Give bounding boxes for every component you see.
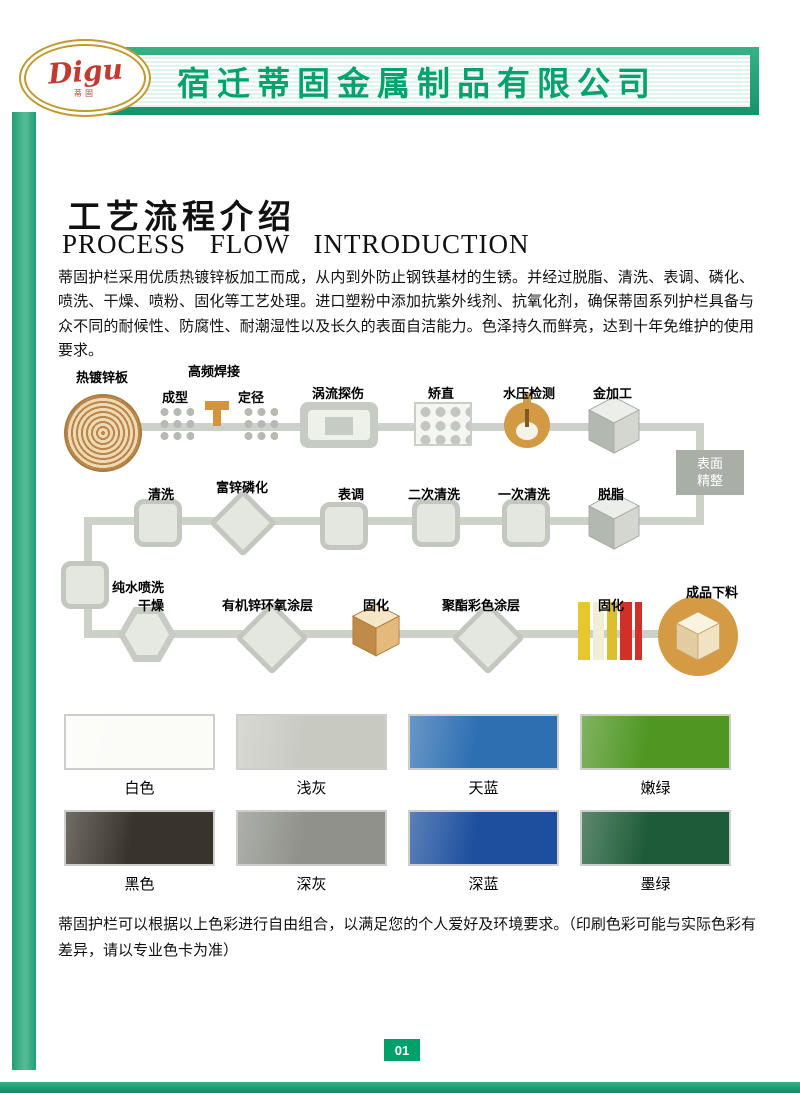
eddy-tester-icon: [300, 402, 378, 448]
page-title-en: PROCESS FLOW INTRODUCTION: [62, 229, 530, 259]
finished-cube-icon: [675, 611, 721, 661]
step-label-machining: 金加工: [593, 386, 633, 401]
sizing-rollers-icon: [240, 404, 278, 440]
step-label-forming: 成型: [162, 390, 189, 405]
galvanized-coil-icon: [64, 394, 142, 472]
degrease-cube-icon: [588, 492, 640, 550]
palette-cell: 墨绿: [580, 810, 731, 894]
curing-oven-stripes-icon: [578, 602, 643, 660]
step-label-rinse: 清洗: [148, 487, 175, 502]
step-label-coil: 热镀锌板: [76, 370, 129, 385]
forming-rollers-icon: [156, 404, 194, 440]
palette-cell: 嫩绿: [580, 714, 731, 798]
stripe-gold: [606, 602, 618, 660]
straightener-icon: [414, 402, 472, 446]
rinse-node: [134, 499, 182, 547]
page-title-cn: 工艺流程介绍: [68, 200, 296, 236]
palette-cell: 白色: [64, 714, 215, 798]
header-banner-inner: 宿迁蒂固金属制品有限公司: [84, 55, 750, 107]
surface-finishing-box: 表面精整: [676, 450, 744, 495]
palette-cell: 天蓝: [408, 714, 559, 798]
step-label-cure1: 固化: [363, 598, 390, 613]
step-label-cure2: 固化: [598, 598, 625, 613]
footnote-text: 蒂固护栏可以根据以上色彩进行自由组合，以满足您的个人爱好及环境要求。（印刷色彩可…: [58, 917, 756, 959]
stripe-cream: [593, 602, 604, 660]
company-name: 宿迁蒂固金属制品有限公司: [177, 65, 657, 102]
pure-water-rinse-node: [61, 561, 109, 609]
step-label-weld: 高频焊接: [188, 364, 241, 379]
finished-product-icon: [658, 596, 738, 676]
palette-cell: 黑色: [64, 810, 215, 894]
second-rinse-node: [412, 499, 460, 547]
step-label-eddy: 涡流探伤: [312, 386, 365, 401]
phosphating-diamond: [209, 489, 277, 557]
flow-pipe-row1: [100, 423, 700, 431]
color-swatch-label: 嫩绿: [640, 781, 671, 797]
step-label-phosphating: 富锌磷化: [216, 480, 269, 495]
step-label-rinse1: 一次清洗: [498, 487, 551, 502]
palette-cell: 深蓝: [408, 810, 559, 894]
first-rinse-node: [502, 499, 550, 547]
color-swatch-black: [64, 810, 215, 866]
step-label-polyester: 聚酯彩色涂层: [442, 598, 521, 613]
color-swatch-light-gray: [236, 714, 387, 770]
color-swatch-label: 黑色: [124, 877, 155, 893]
palette-row-1: 白色 浅灰 天蓝 嫩绿: [64, 714, 736, 798]
color-swatch-label: 深灰: [296, 877, 327, 893]
color-swatch-label: 墨绿: [640, 877, 671, 893]
palette-cell: 浅灰: [236, 714, 387, 798]
color-swatch-label: 深蓝: [468, 877, 499, 893]
eddy-core-icon: [325, 417, 353, 435]
drying-hexagon: [118, 607, 176, 662]
color-swatch-white: [64, 714, 215, 770]
color-swatch-dark-green: [580, 810, 731, 866]
step-label-hydro: 水压检测: [503, 386, 556, 401]
logo-subtext: 蒂固: [74, 88, 96, 98]
step-label-sizing: 定径: [238, 390, 265, 405]
color-swatch-dark-gray: [236, 810, 387, 866]
color-swatch-label: 浅灰: [296, 781, 327, 797]
left-accent-bar: [12, 112, 36, 1070]
curing-cube-icon: [352, 603, 400, 657]
step-label-degrease: 脱脂: [598, 487, 625, 502]
logo-wordmark: Digu: [46, 51, 124, 91]
bottom-accent-bar: [0, 1082, 800, 1093]
stripe-red: [620, 602, 633, 660]
step-label-straighten: 矫直: [428, 386, 455, 401]
step-label-pure-rinse: 纯水喷洗: [112, 580, 165, 595]
welding-stem-icon: [213, 410, 221, 426]
welding-head-icon: [205, 401, 229, 410]
flow-pipe-row2: [84, 517, 704, 525]
color-swatch-deep-blue: [408, 810, 559, 866]
intro-paragraph: 蒂固护栏采用优质热镀锌板加工而成，从内到外防止钢铁基材的生锈。并经过脱脂、清洗、…: [58, 270, 754, 359]
step-label-conditioning: 表调: [338, 487, 365, 502]
color-swatch-light-green: [580, 714, 731, 770]
step-label-rinse2: 二次清洗: [408, 487, 461, 502]
surface-finishing-label: 表面精整: [696, 455, 723, 488]
step-label-dry: 干燥: [138, 598, 165, 613]
step-label-epoxy: 有机锌环氧涂层: [222, 598, 314, 613]
palette-cell: 深灰: [236, 810, 387, 894]
machining-cube-icon: [588, 396, 640, 454]
page-number-badge: 01: [384, 1039, 420, 1061]
palette-row-2: 黑色 深灰 深蓝 墨绿: [64, 810, 736, 894]
company-logo: Digu 蒂固: [24, 44, 146, 112]
pressure-gauge-icon: [504, 402, 550, 448]
color-swatch-sky-blue: [408, 714, 559, 770]
step-label-finished: 成品下料: [686, 585, 739, 600]
color-swatch-label: 白色: [124, 781, 155, 797]
stripe-yellow: [578, 602, 591, 660]
stripe-red-thin: [635, 602, 643, 660]
conditioning-node: [320, 502, 368, 550]
gauge-stem-icon: [523, 392, 531, 404]
color-swatch-label: 天蓝: [468, 781, 499, 797]
